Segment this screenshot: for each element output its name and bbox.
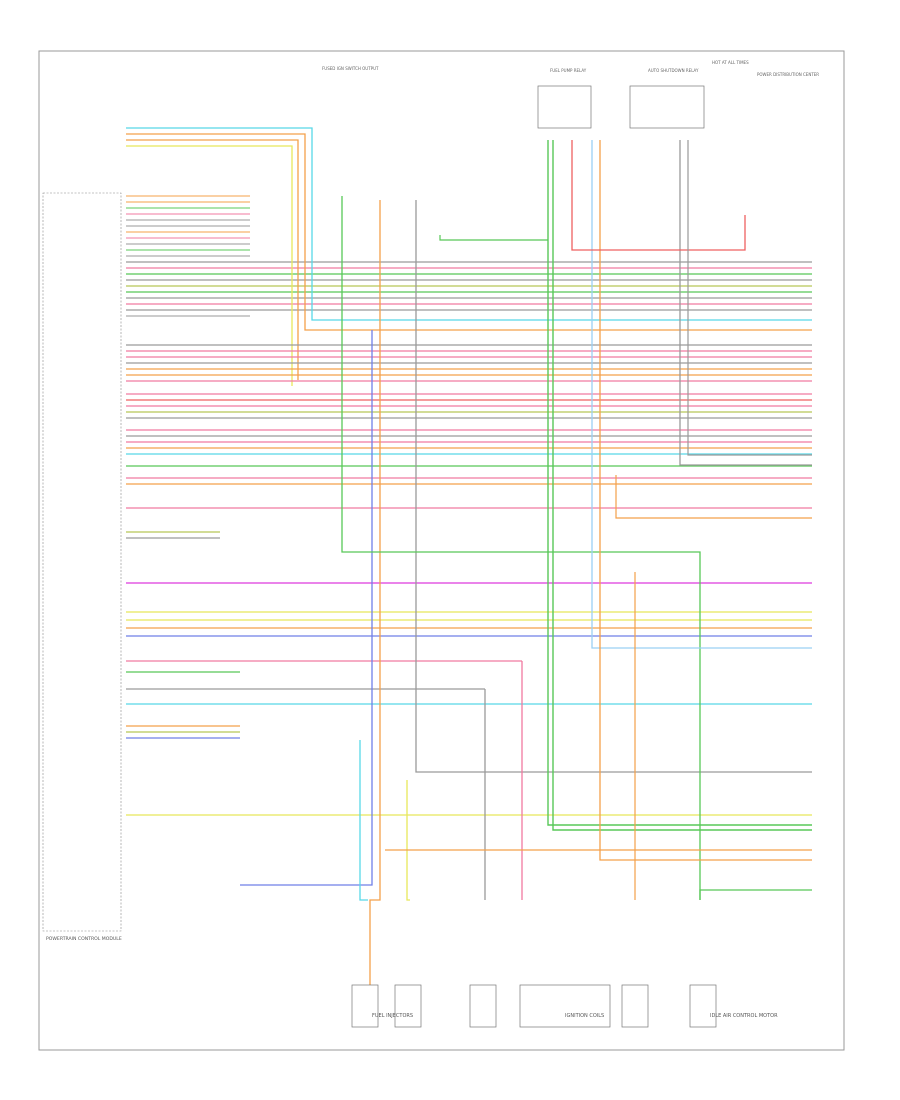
wire-green	[439, 235, 548, 241]
wire-drop	[341, 196, 701, 900]
bottom-component	[621, 984, 649, 1028]
wire-green	[699, 889, 812, 900]
footer-label-ignition-coils: IGNITION COILS	[565, 1013, 604, 1019]
wire-drop	[552, 140, 812, 831]
wire-drop	[547, 140, 812, 826]
top-label-fuel-pump-relay: FUEL PUMP RELAY	[550, 68, 587, 73]
wire-yellow	[126, 145, 293, 386]
bottom-component	[394, 984, 422, 1028]
components	[351, 85, 717, 1028]
relay-box	[629, 85, 705, 129]
top-label-fuse: FUSED IGN SWITCH OUTPUT	[322, 66, 379, 71]
top-label-power: HOT AT ALL TIMES	[712, 60, 749, 65]
bottom-component	[469, 984, 497, 1028]
wire-drop	[615, 475, 812, 519]
wires	[126, 127, 812, 985]
bottom-component	[689, 984, 717, 1028]
bottom-component	[519, 984, 611, 1028]
top-label-asd-relay: AUTO SHUTDOWN RELAY	[648, 68, 699, 73]
footer-label-fuel-injectors: FUEL INJECTORS	[372, 1013, 413, 1019]
wire-drop	[359, 740, 368, 901]
diagram-frame	[38, 50, 845, 1051]
bottom-component	[351, 984, 379, 1028]
wire-drop	[591, 140, 812, 649]
wire-drop	[599, 140, 812, 861]
wire-drop	[415, 200, 812, 773]
wire-drop	[240, 330, 373, 886]
wire-cyan	[126, 127, 812, 321]
relay-box	[537, 85, 592, 129]
wire-gray	[687, 140, 812, 456]
wire-drop	[571, 140, 746, 251]
wire-orange	[126, 139, 299, 380]
footer-label-idle-air-control: IDLE AIR CONTROL MOTOR	[710, 1013, 778, 1019]
pcm-label: POWERTRAIN CONTROL MODULE	[46, 936, 122, 942]
wire-orange	[126, 133, 812, 331]
wire-drop	[369, 200, 381, 985]
pcm-outline	[42, 192, 122, 932]
wire-drop	[679, 140, 812, 466]
wire-drop	[406, 780, 410, 901]
top-label-pdc: POWER DISTRIBUTION CENTER	[757, 72, 819, 77]
